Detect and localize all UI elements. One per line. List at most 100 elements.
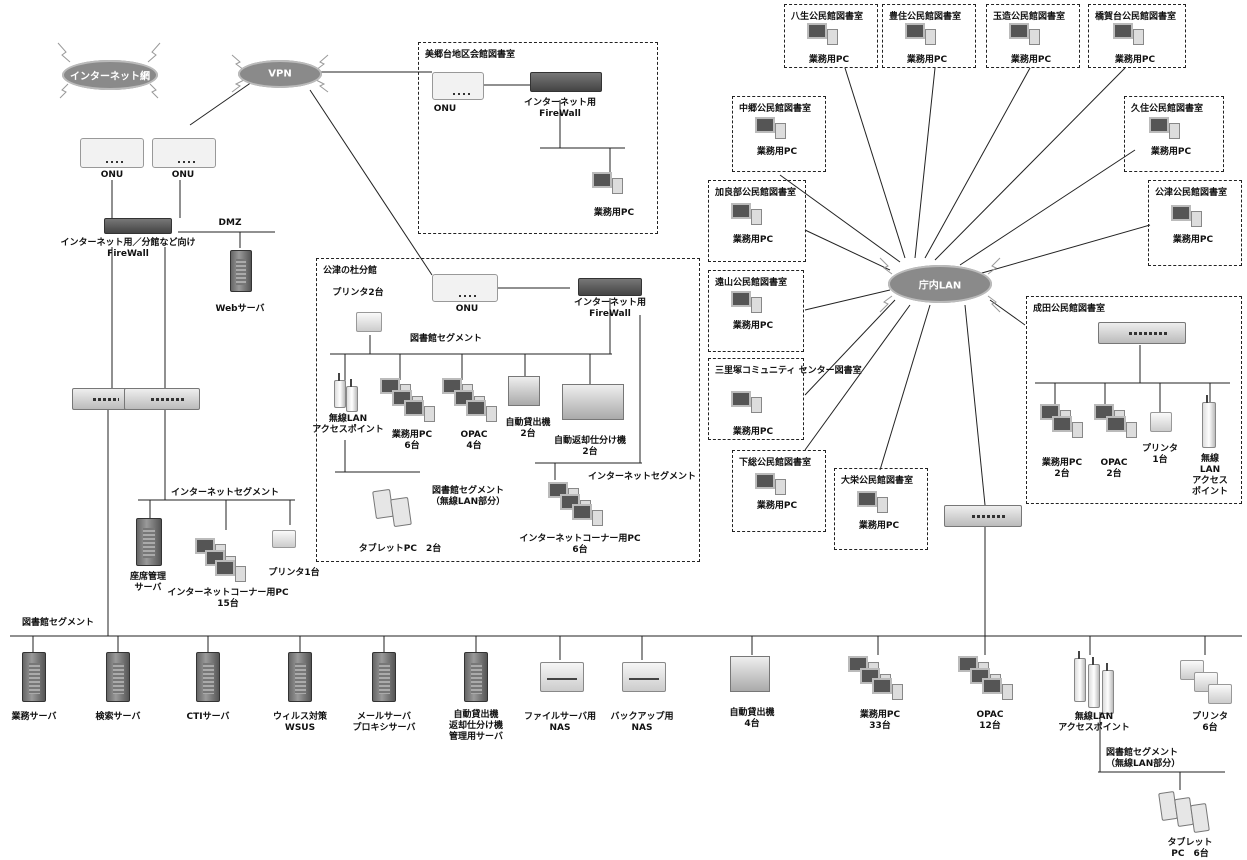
misato-onu-label: ONU bbox=[433, 104, 457, 114]
firewall-device bbox=[104, 218, 172, 234]
wireless-ap-icon bbox=[334, 373, 346, 408]
branch-title: 橋賀台公民館図書室 bbox=[1095, 12, 1177, 22]
branch-pc-label: 業務用PC bbox=[906, 55, 948, 65]
branch-pc-label: 業務用PC bbox=[1010, 55, 1052, 65]
narita-library-box: 成田公民館図書室 bbox=[1026, 296, 1242, 504]
branch-box: 三里塚コミュニティ センター図書室業務用PC bbox=[708, 358, 862, 440]
onu-label: ONU bbox=[171, 170, 195, 180]
pc-icon bbox=[215, 560, 246, 586]
kozunomori-tablet-label: タブレットPC 2台 bbox=[358, 544, 442, 554]
backup-nas-label: バックアップ用 NAS bbox=[610, 712, 674, 733]
printer-icon bbox=[1150, 412, 1172, 432]
narita-title: 成田公民館図書室 bbox=[1033, 304, 1106, 314]
narita-opac-label: OPAC 2台 bbox=[1100, 458, 1128, 479]
file-nas-icon bbox=[540, 662, 584, 692]
opac-label: OPAC 12台 bbox=[976, 710, 1004, 731]
branch-pc-label: 業務用PC bbox=[1150, 147, 1192, 157]
branch-title: 遠山公民館図書室 bbox=[715, 278, 788, 288]
branch-box: 中郷公民館図書室業務用PC bbox=[732, 96, 826, 172]
kozunomori-title: 公津の杜分館 bbox=[323, 266, 378, 276]
pc-icon bbox=[755, 473, 786, 499]
pc-icon bbox=[982, 678, 1013, 704]
misato-firewall-label: インターネット用 FireWall bbox=[523, 98, 597, 119]
misato-title: 美郷台地区会館図書室 bbox=[425, 50, 516, 60]
ap-label: 無線LAN アクセスポイント bbox=[1058, 712, 1130, 733]
kozunomori-checkout-label: 自動貸出機 2台 bbox=[505, 418, 551, 439]
wireless-ap-icon bbox=[1202, 395, 1216, 448]
kozunomori-ap-label: 無線LAN アクセスポイント bbox=[312, 414, 384, 435]
internet-cloud: インターネット網 bbox=[62, 60, 158, 90]
file-nas-label: ファイルサーバ用 NAS bbox=[524, 712, 596, 733]
pc-icon bbox=[1149, 117, 1180, 143]
branch-title: 三里塚コミュニティ センター図書室 bbox=[715, 366, 862, 376]
branch-title: 加良部公民館図書室 bbox=[715, 188, 797, 198]
firewall-device bbox=[530, 72, 602, 92]
branch-title: 大栄公民館図書室 bbox=[841, 476, 914, 486]
vpn-cloud-label: VPN bbox=[268, 68, 292, 80]
pc-icon bbox=[572, 504, 603, 530]
pc-icon bbox=[905, 23, 936, 49]
pc-icon bbox=[872, 678, 903, 704]
branch-box: 大栄公民館図書室業務用PC bbox=[834, 468, 928, 550]
library-segment-label: 図書館セグメント bbox=[22, 618, 95, 628]
kozunomori-segment-label: 図書館セグメント bbox=[409, 334, 483, 344]
firewall-label: インターネット用／分館など向け FireWall bbox=[60, 238, 196, 259]
switch-icon bbox=[124, 388, 200, 410]
printer-icon bbox=[272, 530, 296, 548]
tablet-icon bbox=[390, 496, 412, 528]
branch-pc-label: 業務用PC bbox=[1172, 235, 1214, 245]
mail-server-label: メールサーバ プロキシサーバ bbox=[352, 712, 416, 733]
pc-icon bbox=[1113, 23, 1144, 49]
narita-printer-label: プリンタ 1台 bbox=[1141, 444, 1179, 465]
misato-pc-label: 業務用PC bbox=[593, 208, 635, 218]
vpn-cloud: VPN bbox=[238, 60, 322, 88]
branch-pc-label: 業務用PC bbox=[858, 521, 900, 531]
pc-icon bbox=[807, 23, 838, 49]
virus-server-icon bbox=[288, 652, 312, 702]
wireless-ap-icon bbox=[1074, 651, 1086, 702]
branch-pc-label: 業務用PC bbox=[732, 235, 774, 245]
kozunomori-workpc-label: 業務用PC 6台 bbox=[391, 430, 433, 451]
pc-icon bbox=[857, 491, 888, 517]
search-server-icon bbox=[106, 652, 130, 702]
cti-server-label: CTIサーバ bbox=[186, 712, 230, 722]
branch-box: 橋賀台公民館図書室業務用PC bbox=[1088, 4, 1186, 68]
branch-box: 公津公民館図書室業務用PC bbox=[1148, 180, 1242, 266]
branch-box: 遠山公民館図書室業務用PC bbox=[708, 270, 804, 352]
pc-icon bbox=[592, 172, 623, 198]
internet-segment-label: インターネットセグメント bbox=[170, 488, 280, 498]
firewall-device bbox=[578, 278, 642, 296]
kozunomori-printer-label: プリンタ2台 bbox=[332, 288, 384, 298]
self-checkout-icon bbox=[508, 376, 540, 406]
branch-title: 玉造公民館図書室 bbox=[993, 12, 1066, 22]
seat-server-label: 座席管理 サーバ bbox=[129, 572, 167, 593]
search-server-label: 検索サーバ bbox=[95, 712, 141, 722]
pc-icon bbox=[755, 117, 786, 143]
misato-library-box: 美郷台地区会館図書室 bbox=[418, 42, 658, 234]
wireless-ap-icon bbox=[346, 379, 358, 412]
self-checkout-label: 自動貸出機 4台 bbox=[729, 708, 775, 729]
branch-pc-label: 業務用PC bbox=[732, 427, 774, 437]
branch-box: 玉造公民館図書室業務用PC bbox=[986, 4, 1080, 68]
pc-icon bbox=[1171, 205, 1202, 231]
kozunomori-wireless-segment-label: 図書館セグメント （無線LAN部分） bbox=[430, 486, 506, 507]
self-checkout-icon bbox=[730, 656, 770, 692]
kozunomori-firewall-label: インターネット用 FireWall bbox=[573, 298, 647, 319]
lan-cloud: 庁内LAN bbox=[888, 265, 992, 303]
work-server-label: 業務サーバ bbox=[11, 712, 57, 722]
internet-pc-label: インターネットコーナー用PC 15台 bbox=[167, 588, 289, 609]
onu-label: ONU bbox=[100, 170, 124, 180]
branch-box: 八生公民館図書室業務用PC bbox=[784, 4, 878, 68]
pc-icon bbox=[404, 400, 435, 426]
switch-icon bbox=[944, 505, 1022, 527]
printer-label: プリンタ 6台 bbox=[1191, 712, 1229, 733]
mail-server-icon bbox=[372, 652, 396, 702]
dmz-label: DMZ bbox=[218, 218, 242, 228]
wireless-ap-icon bbox=[1088, 657, 1100, 708]
wireless-ap-icon bbox=[1102, 663, 1114, 714]
branch-pc-label: 業務用PC bbox=[732, 321, 774, 331]
narita-workpc-label: 業務用PC 2台 bbox=[1041, 458, 1083, 479]
branch-title: 豊住公民館図書室 bbox=[889, 12, 962, 22]
web-server-icon bbox=[230, 250, 252, 292]
